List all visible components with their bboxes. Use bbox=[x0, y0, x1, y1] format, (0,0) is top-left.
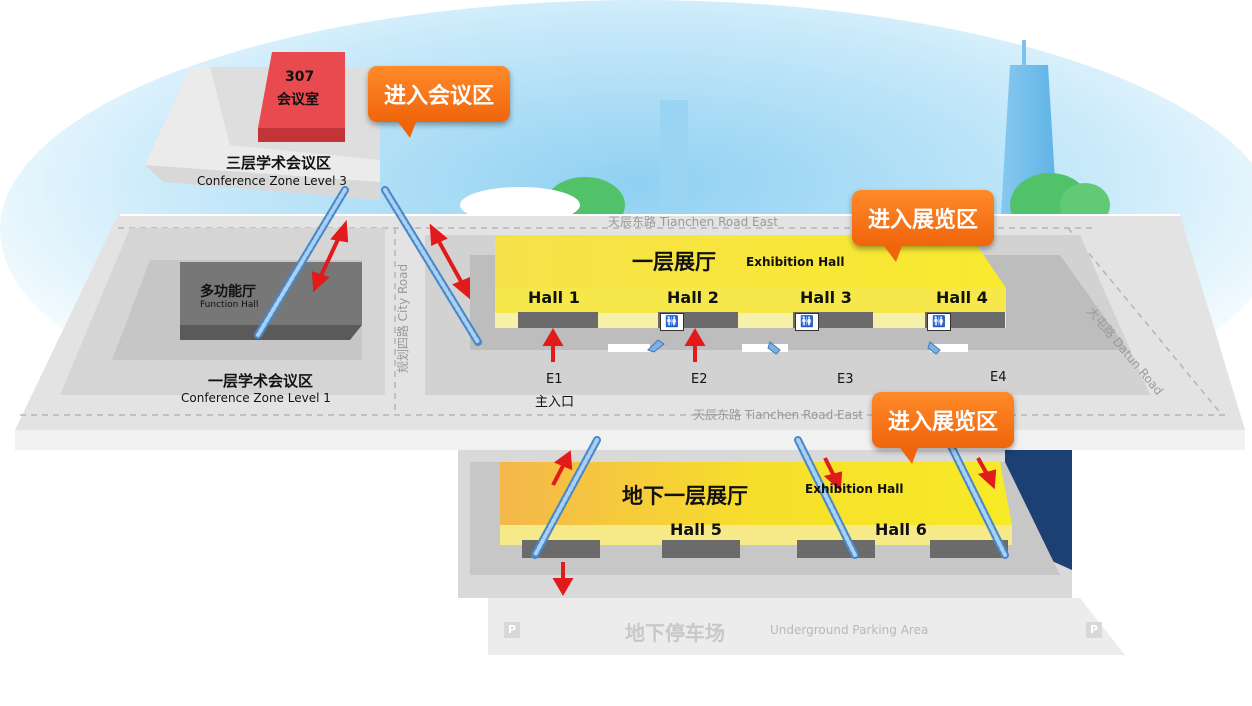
parking-icon: P bbox=[504, 622, 520, 638]
parking-title-cn: 地下停车场 bbox=[625, 621, 725, 645]
hall-2: Hall 2 bbox=[667, 288, 719, 307]
exhibition-l1-title-cn: 一层展厅 bbox=[632, 250, 716, 274]
parking-title-en: Underground Parking Area bbox=[770, 623, 929, 637]
meeting-room-307 bbox=[258, 52, 345, 128]
hall-4: Hall 4 bbox=[936, 288, 988, 307]
function-hall-cn: 多功能厅 bbox=[200, 284, 256, 300]
entrance-e4: E4 bbox=[990, 370, 1007, 385]
entrance-e2: E2 bbox=[691, 372, 708, 387]
zone3-cn: 三层学术会议区 bbox=[226, 154, 332, 172]
enter-conference-callout[interactable]: 进入会议区 bbox=[368, 66, 511, 138]
entrance-e1: E1 bbox=[546, 372, 563, 387]
parking-level bbox=[488, 598, 1125, 655]
exhibition-hall-l1 bbox=[495, 235, 1006, 288]
restroom-icon: 🚻 bbox=[795, 313, 819, 331]
enter-exhibition-callout-upper[interactable]: 进入展览区 bbox=[852, 190, 995, 262]
room-name: 会议室 bbox=[277, 92, 319, 108]
exhibition-b1-title-en: Exhibition Hall bbox=[805, 482, 904, 496]
restroom-icon: 🚻 bbox=[927, 313, 951, 331]
restroom-icon: 🚻 bbox=[660, 313, 684, 331]
exhibition-b1-title-cn: 地下一层展厅 bbox=[622, 484, 748, 508]
zone3-en: Conference Zone Level 3 bbox=[197, 174, 347, 188]
hall-1: Hall 1 bbox=[528, 288, 580, 307]
direction-arrows bbox=[311, 219, 997, 596]
hall-6: Hall 6 bbox=[875, 520, 927, 539]
parking-icon: P bbox=[1086, 622, 1102, 638]
road-tianchen-bottom: 天辰东路 Tianchen Road East bbox=[693, 408, 863, 422]
room-number: 307 bbox=[285, 69, 315, 85]
zone1-cn: 一层学术会议区 bbox=[208, 372, 314, 390]
hall-5: Hall 5 bbox=[670, 520, 722, 539]
entrance-main-note: 主入口 bbox=[535, 395, 575, 410]
zone1-en: Conference Zone Level 1 bbox=[181, 391, 331, 405]
road-city: 规划四路 City Road bbox=[396, 263, 411, 374]
function-hall-en: Function Hall bbox=[200, 300, 259, 310]
exhibition-l1-title-en: Exhibition Hall bbox=[746, 255, 845, 269]
hall-3: Hall 3 bbox=[800, 288, 852, 307]
exhibition-hall-b1 bbox=[500, 462, 1012, 525]
entrance-e3: E3 bbox=[837, 372, 854, 387]
road-tianchen-top: 天辰东路 Tianchen Road East bbox=[608, 215, 778, 229]
enter-exhibition-callout-lower[interactable]: 进入展览区 bbox=[872, 392, 1015, 464]
